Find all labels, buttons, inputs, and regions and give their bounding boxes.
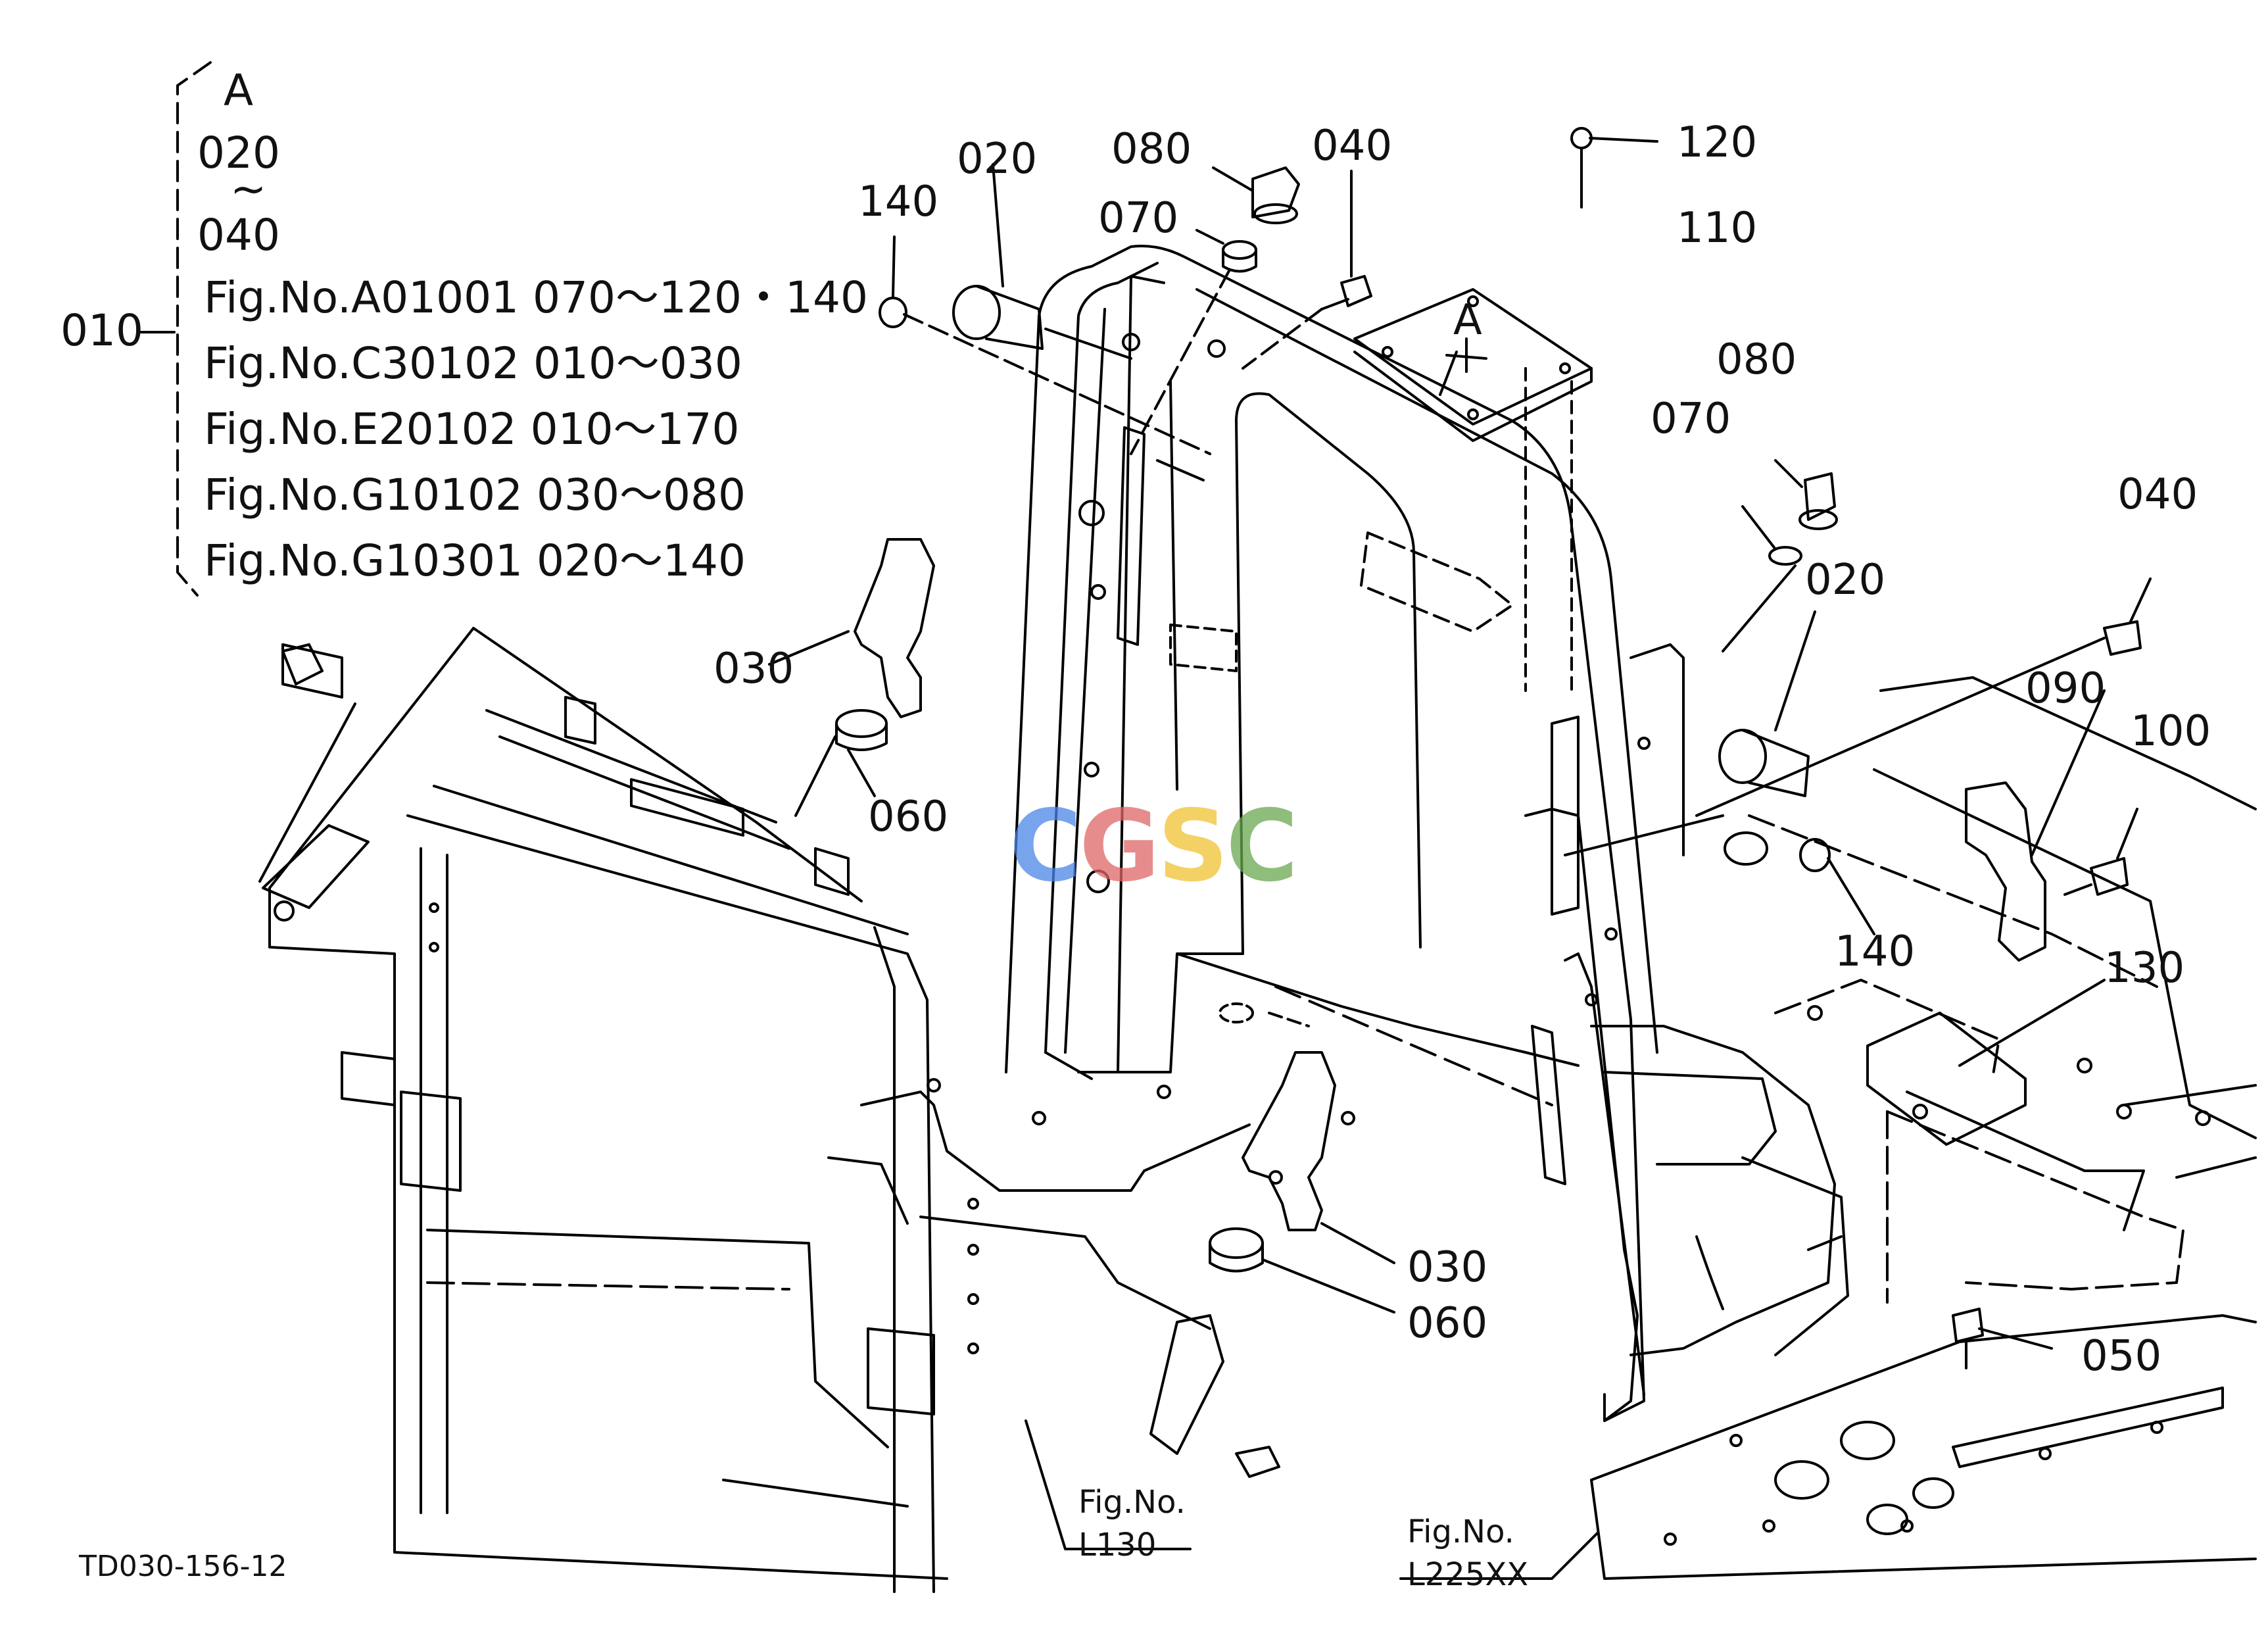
legend-item-g10301: Fig.No.G10301 020～140 <box>204 535 746 586</box>
legend-item-c30102: Fig.No.C30102 010～030 <box>204 338 742 389</box>
part-060-mount-bottom <box>1149 1227 1395 1478</box>
legend-parent: 010 <box>60 305 143 356</box>
callout-120: 120 <box>1677 118 1758 167</box>
legend-item-020: 020 <box>197 128 280 178</box>
part-020-bushing-top <box>952 163 1132 360</box>
legend-item-A: A <box>224 65 254 116</box>
callout-020-right: 020 <box>1805 556 1886 604</box>
fig-ref-l225-line2: L225XX <box>1407 1556 1529 1593</box>
callout-070-top: 070 <box>1098 194 1179 243</box>
part-140-grommet-right <box>1724 831 1875 935</box>
callout-A: A <box>1453 296 1482 345</box>
callout-110: 110 <box>1677 204 1758 253</box>
center-floor <box>827 1078 1355 1330</box>
left-frame <box>268 627 979 1593</box>
part-020-bushing-right <box>1718 610 1816 797</box>
part-130-cover <box>1866 979 2106 1146</box>
part-070-collar-right <box>1722 505 1802 652</box>
watermark-letter-c2: C <box>1226 789 1298 904</box>
legend-bracket <box>176 61 212 597</box>
part-120-screw <box>1570 127 1658 209</box>
part-050-bolt <box>1952 1308 2053 1369</box>
callout-080-right: 080 <box>1716 335 1797 384</box>
part-040-bolt-top <box>1242 170 1372 370</box>
callout-040-top: 040 <box>1312 122 1393 170</box>
legend-item-g10102: Fig.No.G10102 030～080 <box>204 470 746 520</box>
part-140-grommet-top <box>879 235 1211 455</box>
callout-030-left: 030 <box>713 645 794 693</box>
part-080-bolt-top <box>1212 166 1300 224</box>
bottom-platform <box>1590 1314 2257 1580</box>
callout-140-right: 140 <box>1835 927 1916 976</box>
part-090-bracket <box>1965 689 2106 962</box>
fig-ref-l130-line2: L130 <box>1078 1527 1157 1563</box>
callout-090: 090 <box>2025 664 2106 713</box>
callout-020-top: 020 <box>957 135 1038 184</box>
left-bracket <box>258 643 370 922</box>
fig-ref-l225-line1: Fig.No. <box>1407 1513 1514 1550</box>
callout-060-left: 060 <box>868 793 949 841</box>
part-110-plate <box>1353 288 1593 699</box>
watermark-letter-g: G <box>1079 789 1160 904</box>
leader-A <box>1439 351 1458 396</box>
callout-140-top: 140 <box>858 178 939 226</box>
drawing-code: TD030-156-12 <box>79 1550 287 1583</box>
leader-l225 <box>1399 1531 1599 1580</box>
part-060-mount-left <box>794 709 888 817</box>
callout-030-bottom: 030 <box>1407 1243 1488 1292</box>
legend-item-tilde: ~ <box>230 164 267 214</box>
watermark-letter-c1: C <box>1009 789 1082 904</box>
fig-ref-l130-line1: Fig.No. <box>1078 1484 1186 1521</box>
back-panel <box>1005 245 1658 1422</box>
left-bolt-top <box>281 643 324 685</box>
watermark-logo: CGSC <box>1009 789 1298 904</box>
part-080-bolt-right <box>1774 459 1838 530</box>
callout-040-right: 040 <box>2117 470 2198 519</box>
legend-item-040: 040 <box>197 210 280 260</box>
callout-070-right: 070 <box>1651 395 1731 443</box>
right-post <box>1524 643 1849 1422</box>
part-100-bolt <box>2063 808 2138 896</box>
callout-050: 050 <box>2081 1332 2162 1381</box>
floor-plate <box>1748 676 2257 1304</box>
part-030-bracket-bottom <box>1242 1051 1395 1264</box>
part-070-collar-top <box>1130 229 1257 455</box>
callout-130: 130 <box>2104 944 2185 993</box>
part-030-bracket-left <box>768 538 935 718</box>
legend-item-e20102: Fig.No.E20102 010～170 <box>204 404 740 455</box>
leader-l130 <box>1025 1419 1192 1550</box>
callout-060-bottom: 060 <box>1407 1299 1488 1348</box>
watermark-letter-s: S <box>1157 789 1228 904</box>
callout-080-top: 080 <box>1111 125 1192 174</box>
callout-100: 100 <box>2131 707 2211 756</box>
legend-item-a01001: Fig.No.A01001 070～120・140 <box>204 272 868 323</box>
